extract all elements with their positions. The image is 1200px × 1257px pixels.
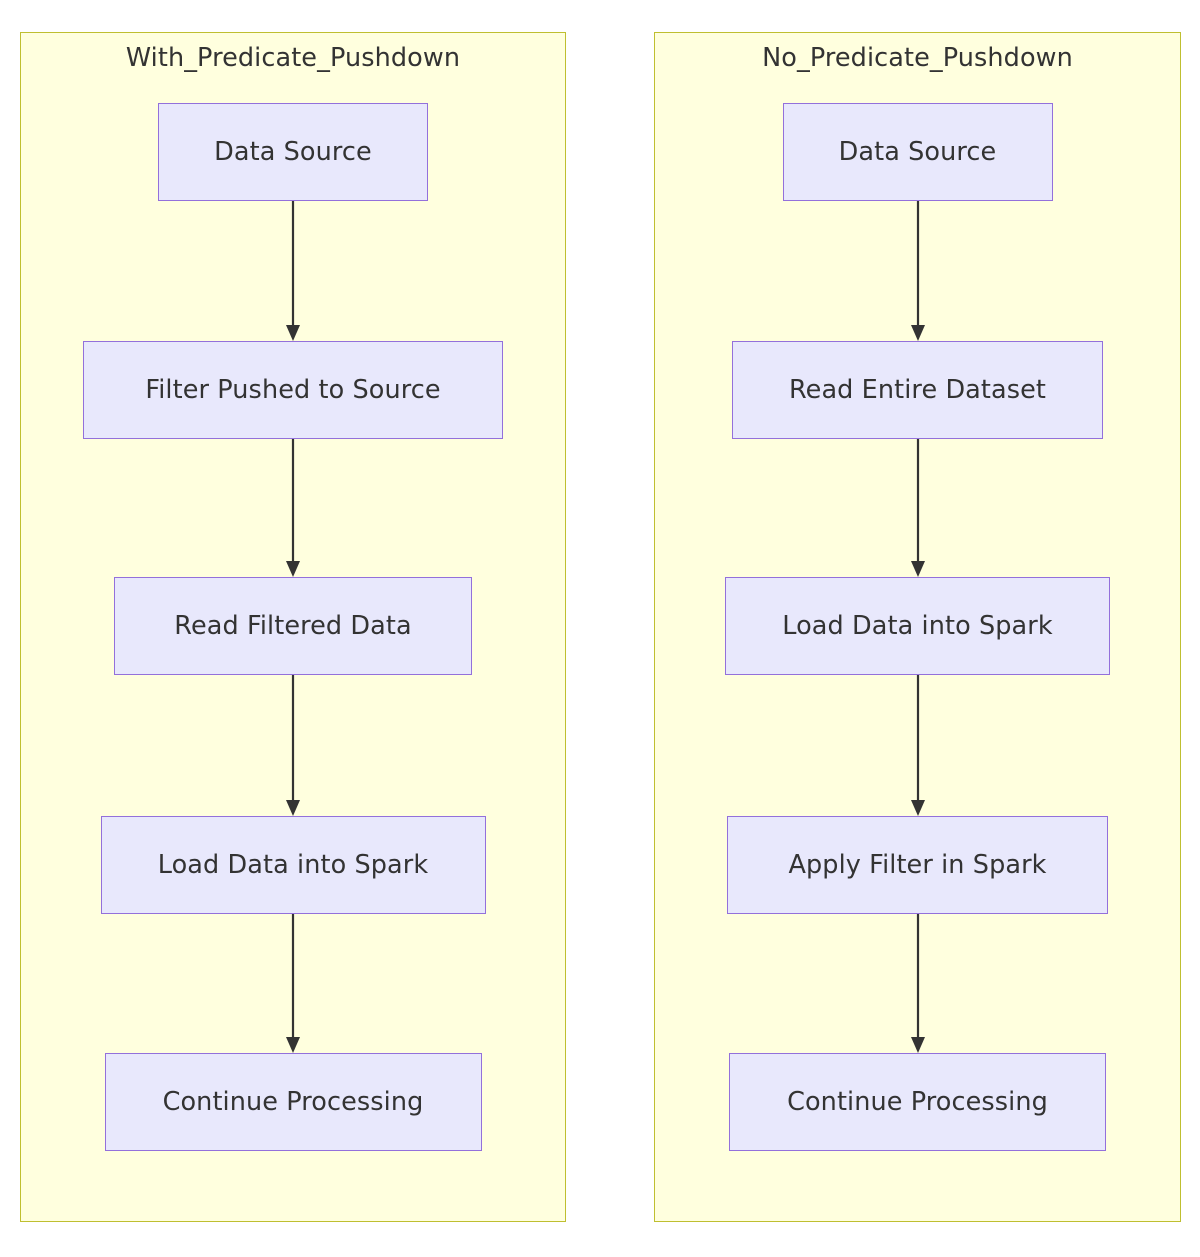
- node-label: Load Data into Spark: [157, 849, 429, 880]
- node-np-read-entire[interactable]: Read Entire Dataset: [732, 341, 1103, 439]
- subgraph-no-predicate-pushdown: No_Predicate_Pushdown: [654, 32, 1181, 1222]
- node-np-data-source[interactable]: Data Source: [782, 103, 1053, 201]
- flow-column-right: Data Source Read Entire Dataset Load Dat…: [655, 103, 1180, 1223]
- flow-step: Data Source: [21, 103, 565, 201]
- edge-load-spark-to-continue: [278, 914, 308, 1053]
- flow-step: Read Entire Dataset: [655, 341, 1180, 439]
- edge-apply-filter-to-continue: [903, 914, 933, 1053]
- flow-step: Continue Processing: [655, 1053, 1180, 1151]
- node-wp-load-spark[interactable]: Load Data into Spark: [100, 816, 486, 914]
- node-np-apply-filter[interactable]: Apply Filter in Spark: [727, 816, 1108, 914]
- edge-load-spark-to-apply-filter: [903, 675, 933, 816]
- flow-step: Load Data into Spark: [21, 816, 565, 914]
- edge-read-entire-to-load-spark: [903, 439, 933, 577]
- node-label: Read Filtered Data: [174, 610, 412, 641]
- edge-data-source-to-read-entire: [903, 201, 933, 341]
- node-wp-read-filtered[interactable]: Read Filtered Data: [114, 577, 472, 675]
- flow-step: Continue Processing: [21, 1053, 565, 1151]
- node-label: Data Source: [214, 136, 372, 167]
- flow-step: Apply Filter in Spark: [655, 816, 1180, 914]
- node-wp-data-source[interactable]: Data Source: [158, 103, 428, 201]
- flow-step: Data Source: [655, 103, 1180, 201]
- node-wp-filter-pushed[interactable]: Filter Pushed to Source: [83, 341, 503, 439]
- node-np-continue[interactable]: Continue Processing: [729, 1053, 1106, 1151]
- node-wp-continue[interactable]: Continue Processing: [104, 1053, 482, 1151]
- subgraph-with-predicate-pushdown: With_Predicate_Pushdown: [20, 32, 566, 1222]
- flow-step: Filter Pushed to Source: [21, 341, 565, 439]
- node-label: Load Data into Spark: [782, 610, 1053, 641]
- node-label: Data Source: [838, 136, 997, 167]
- node-np-load-spark[interactable]: Load Data into Spark: [725, 577, 1110, 675]
- node-label: Filter Pushed to Source: [145, 374, 441, 405]
- subgraph-title-no-predicate-pushdown: No_Predicate_Pushdown: [762, 43, 1073, 73]
- subgraph-title-with-predicate-pushdown: With_Predicate_Pushdown: [125, 43, 461, 73]
- node-label: Continue Processing: [787, 1086, 1048, 1117]
- edge-filter-pushed-to-read-filtered: [278, 439, 308, 577]
- flow-step: Read Filtered Data: [21, 577, 565, 675]
- edge-read-filtered-to-load-spark: [278, 675, 308, 816]
- flow-column-left: Data Source Filter Pushed to Source Read…: [21, 103, 565, 1223]
- node-label: Apply Filter in Spark: [788, 849, 1047, 880]
- edge-data-source-to-filter-pushed: [278, 201, 308, 341]
- flow-step: Load Data into Spark: [655, 577, 1180, 675]
- node-label: Read Entire Dataset: [788, 374, 1046, 405]
- node-label: Continue Processing: [162, 1086, 424, 1117]
